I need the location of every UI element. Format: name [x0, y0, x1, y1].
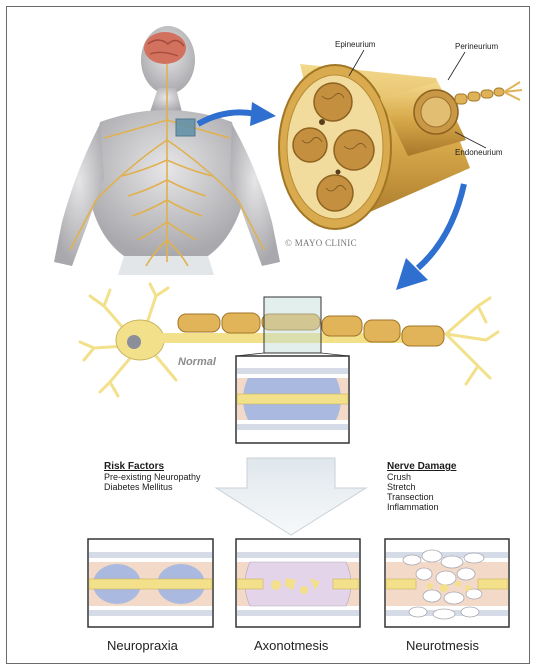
normal-label: Normal	[178, 356, 216, 368]
brain	[144, 32, 186, 64]
perineurium-label: Perineurium	[455, 42, 498, 51]
neurotmesis-caption: Neurotmesis	[406, 638, 479, 653]
nerve-damage-title: Nerve Damage	[387, 461, 456, 472]
magnify-box	[264, 297, 321, 353]
risk-factors-title: Risk Factors	[104, 461, 201, 472]
outcome-arrow	[216, 458, 366, 535]
nerve-damage-item: Inflammation	[387, 502, 456, 512]
epineurium-label: Epineurium	[335, 40, 375, 49]
zoom-arrow-2	[396, 184, 464, 290]
nerve-damage-block: Nerve Damage Crush Stretch Transection I…	[387, 461, 456, 512]
endoneurium-label: Endoneurium	[455, 148, 503, 157]
risk-factor-item: Pre-existing Neuropathy	[104, 472, 201, 482]
normal-panel	[236, 356, 349, 443]
neurotmesis-panel	[385, 539, 509, 627]
risk-factors-block: Risk Factors Pre-existing Neuropathy Dia…	[104, 461, 201, 492]
neuropraxia-caption: Neuropraxia	[107, 638, 178, 653]
mayo-clinic-watermark: © MAYO CLINIC	[285, 238, 357, 248]
nerve-damage-item: Stretch	[387, 482, 456, 492]
neuropraxia-panel	[88, 539, 213, 627]
nerve-damage-item: Transection	[387, 492, 456, 502]
axonotmesis-caption: Axonotmesis	[254, 638, 328, 653]
nerve-damage-item: Crush	[387, 472, 456, 482]
risk-factor-item: Diabetes Mellitus	[104, 482, 201, 492]
axonotmesis-panel	[236, 539, 360, 627]
detail-box	[176, 119, 195, 136]
